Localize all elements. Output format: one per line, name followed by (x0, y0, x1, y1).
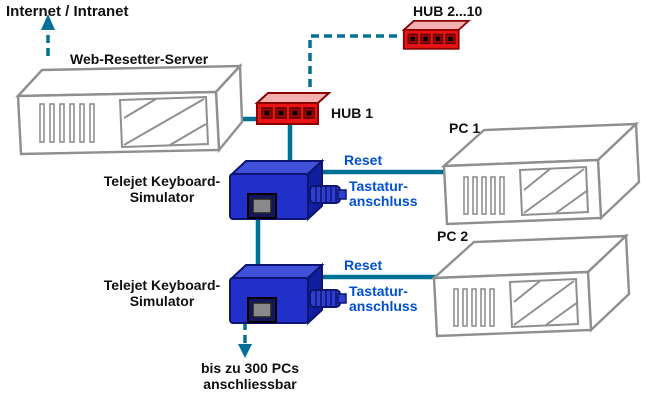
simulator1-device (229, 160, 347, 220)
footer-label: bis zu 300 PCs anschliessbar (180, 360, 320, 392)
simulator1-label: Telejet Keyboard- Simulator (92, 173, 232, 205)
simulator2-label-line2: Simulator (129, 293, 195, 309)
server-vent-slits (39, 103, 95, 143)
reset-label-2: Reset (344, 257, 383, 273)
keyboard-port-label-2-line2: anschluss (349, 298, 418, 314)
pc1-label: PC 1 (449, 120, 481, 136)
server-label: Web-Resetter-Server (70, 51, 209, 67)
footer-label-line2: anschliessbar (203, 376, 297, 392)
reset-label-1: Reset (344, 152, 383, 168)
hub2-device (402, 19, 470, 50)
hub1-device (256, 92, 330, 125)
internet-label: Internet / Intranet (6, 3, 129, 20)
simulator1-label-line2: Simulator (129, 189, 195, 205)
hub-uplink-dashed-line (308, 34, 402, 100)
footer-label-line1: bis zu 300 PCs (200, 360, 300, 376)
keyboard-port-label-1-line1: Tastatur- (349, 178, 408, 194)
pc1-box (442, 122, 641, 226)
server-logo-panel (118, 95, 210, 149)
keyboard-port-label-2: Tastatur- anschluss (349, 284, 417, 314)
hub1-label: HUB 1 (331, 105, 374, 121)
pc2-label: PC 2 (437, 228, 469, 244)
server-front-face (16, 90, 221, 156)
web-resetter-server-box (15, 63, 244, 156)
up-arrow-icon (41, 14, 55, 30)
pc2-box (432, 234, 631, 338)
simulator2-label: Telejet Keyboard- Simulator (92, 277, 232, 309)
internet-arrow (41, 14, 55, 56)
keyboard-port-label-1-line2: anschluss (349, 193, 418, 209)
expansion-arrow (238, 322, 252, 358)
down-arrow-icon (238, 344, 252, 358)
keyboard-port-label-1: Tastatur- anschluss (349, 179, 417, 209)
hub2-label: HUB 2...10 (413, 3, 483, 19)
keyboard-port-label-2-line1: Tastatur- (349, 283, 408, 299)
simulator2-device (229, 264, 347, 324)
simulator1-label-line1: Telejet Keyboard- (103, 173, 221, 189)
simulator2-label-line1: Telejet Keyboard- (103, 277, 221, 293)
